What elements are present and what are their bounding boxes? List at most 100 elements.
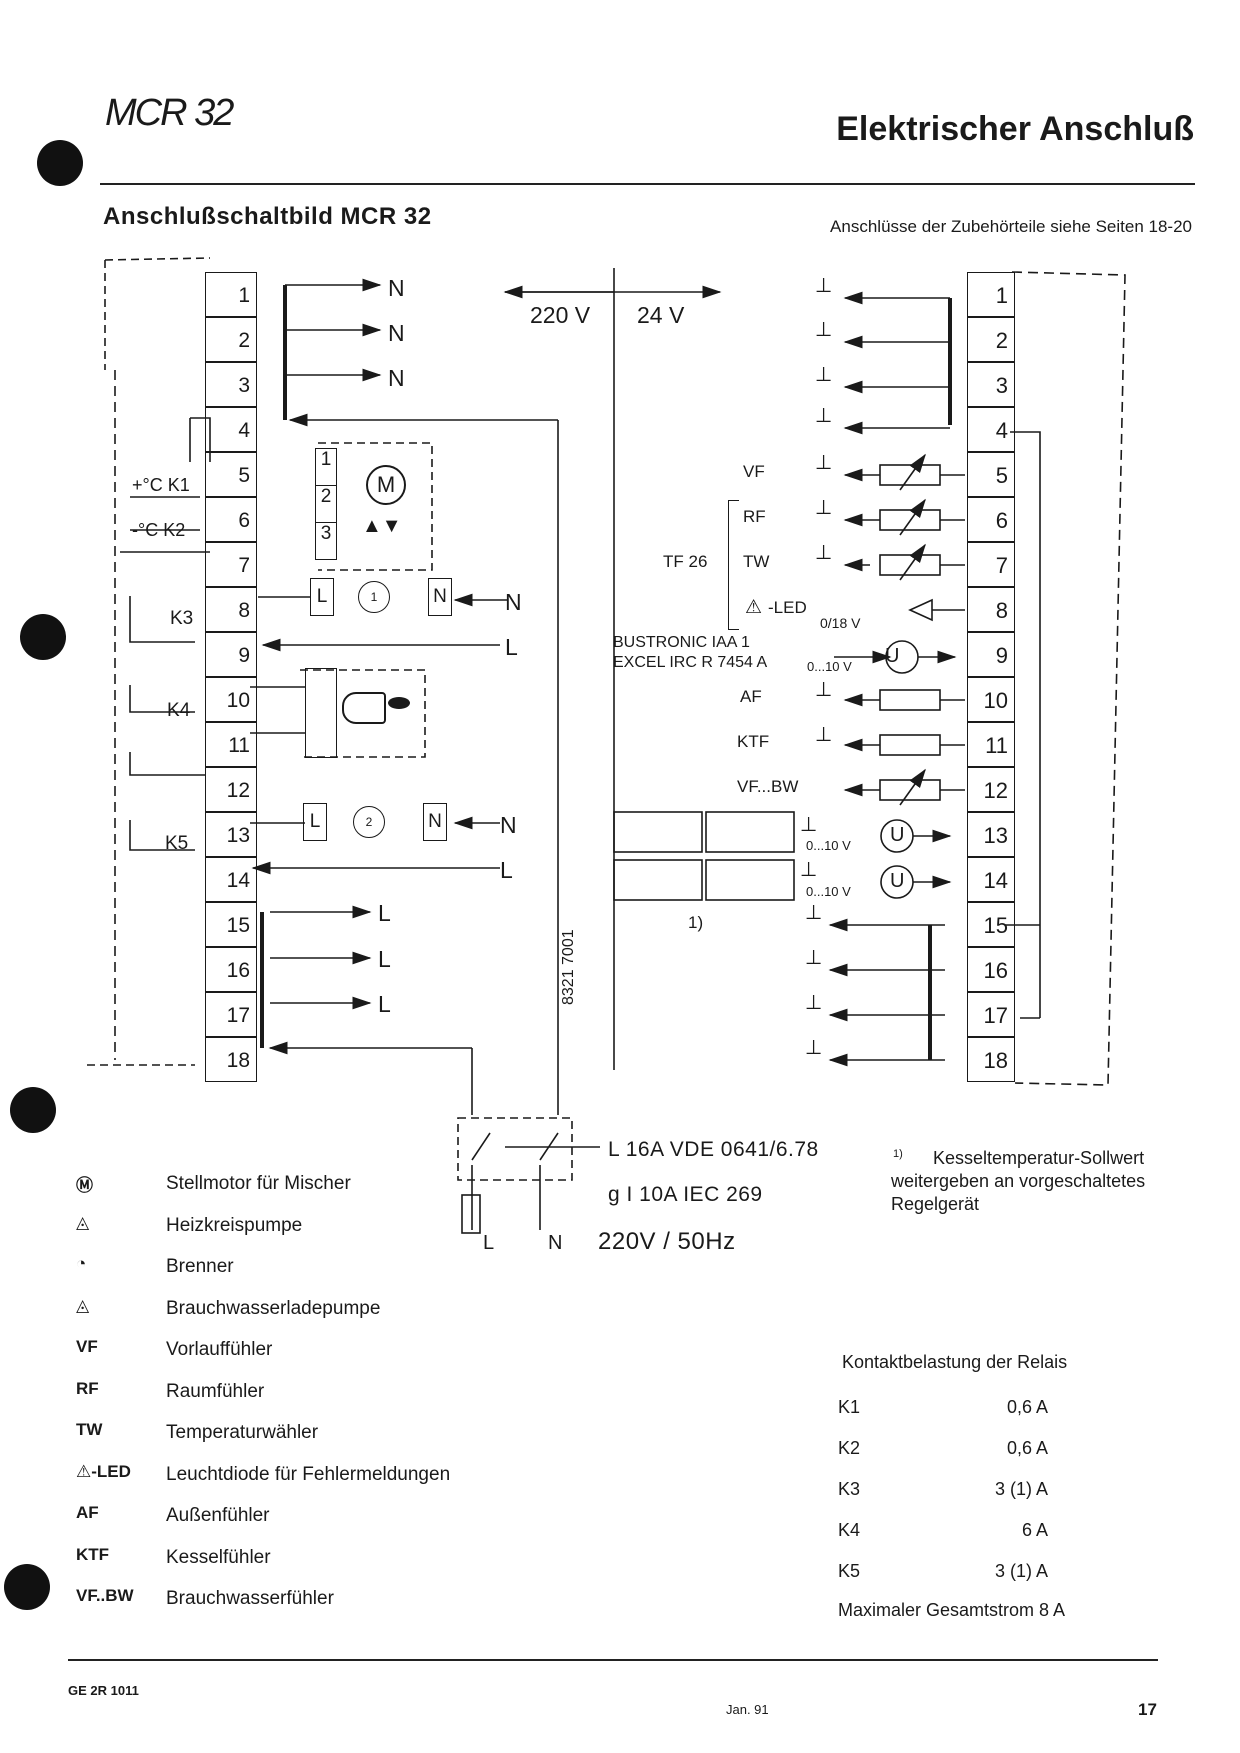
ground-icon: ⊥ xyxy=(800,859,818,881)
terminal-14: 14 xyxy=(967,857,1015,902)
pump-l-terminal: L xyxy=(310,578,334,616)
footnote-mark: 1) xyxy=(893,1148,903,1160)
terminal-5: 5 xyxy=(205,452,257,497)
relay-current: 3 (1) A xyxy=(994,1561,1048,1581)
max-current: Maximaler Gesamtstrom 8 A xyxy=(838,1600,1066,1620)
terminal-6: 6 xyxy=(967,497,1015,542)
legend-abbr: AF xyxy=(76,1503,99,1522)
terminal-16: 16 xyxy=(205,947,257,992)
legend-description: Raumfühler xyxy=(166,1380,265,1402)
footnote-ref: 1) xyxy=(688,913,704,932)
burner-icon: ◔ xyxy=(76,1254,87,1273)
terminal-1: 1 xyxy=(205,272,257,317)
legend-description: Heizkreispumpe xyxy=(166,1214,303,1236)
ground-icon: ⊥ xyxy=(805,1037,823,1059)
mains-supply-label: 220V / 50Hz xyxy=(598,1228,736,1255)
relay-name: K4 xyxy=(838,1520,861,1540)
terminal-5: 5 xyxy=(967,452,1015,497)
ground-icon: ⊥ xyxy=(805,992,823,1014)
punch-hole xyxy=(20,614,66,660)
legend-description: Vorlauffühler xyxy=(166,1339,273,1360)
warning-triangle-icon: ⚠ xyxy=(745,597,763,618)
u-symbol-9: U xyxy=(885,645,900,667)
legend-description: Stellmotor für Mischer xyxy=(166,1173,351,1194)
motor-pin: 2 xyxy=(315,486,337,523)
terminal-18: 18 xyxy=(205,1037,257,1082)
ground-icon: ⊥ xyxy=(815,364,833,386)
legend-description: Kesselfühler xyxy=(166,1546,271,1568)
relay-current: 3 (1) A xyxy=(994,1479,1048,1499)
t16-output-label: L xyxy=(378,946,391,972)
page-number: 17 xyxy=(1138,1700,1157,1719)
legend-description: Brauchwasserladepumpe xyxy=(166,1297,381,1319)
header-divider xyxy=(100,183,1195,185)
motor-pin: 3 xyxy=(315,523,337,560)
legend-description: Leuchtdiode für Fehlermeldungen xyxy=(166,1463,451,1485)
legend-abbr: ◬ xyxy=(76,1296,156,1316)
terminal-14: 14 xyxy=(205,857,257,902)
relay-k2-label: -°C K2 xyxy=(132,520,186,540)
terminal-13: 13 xyxy=(205,812,257,857)
terminal-4: 4 xyxy=(967,407,1015,452)
ground-icon: ⊥ xyxy=(800,814,818,836)
led-range-label: 0/18 V xyxy=(820,615,861,631)
switch-l-label: L xyxy=(483,1232,495,1254)
warning-triangle-icon: ⚠ xyxy=(76,1461,92,1481)
terminal-11: 11 xyxy=(205,722,257,767)
t17-output-label: L xyxy=(378,991,391,1017)
legend-abbr: TW xyxy=(76,1420,103,1439)
ground-icon: ⊥ xyxy=(815,679,833,701)
terminal-8: 8 xyxy=(205,587,257,632)
pump-l-terminal: L xyxy=(303,803,327,841)
relay-row: K3 3 (1) A xyxy=(838,1479,1078,1509)
relay-current: 0,6 A xyxy=(1006,1438,1048,1458)
relay-k5-label: K5 xyxy=(165,833,189,854)
u-symbol-13: U xyxy=(890,824,905,846)
fuse-spec-line1: L 16A VDE 0641/6.78 xyxy=(608,1138,819,1161)
burner-flame-icon xyxy=(388,697,410,709)
product-logo: MCR 32 xyxy=(105,92,234,134)
relay-k1-label: +°C K1 xyxy=(132,475,190,495)
ground-icon: ⊥ xyxy=(815,275,833,297)
legend-description: Brenner xyxy=(166,1256,234,1277)
legend-abbr: RF xyxy=(76,1378,99,1398)
legend-abbr: ◬ xyxy=(76,1213,156,1233)
motor-pin: 1 xyxy=(315,448,337,486)
legend-description: Außenfühler xyxy=(166,1505,270,1526)
relay-load-title: Kontaktbelastung der Relais xyxy=(842,1352,1068,1372)
terminal-7: 7 xyxy=(205,542,257,587)
doc-code: GE 2R 1011 xyxy=(68,1683,139,1698)
page-title: Elektrischer Anschluß xyxy=(836,110,1194,148)
legend-abbr: KTF xyxy=(76,1544,110,1564)
terminal-15: 15 xyxy=(967,902,1015,947)
motor-pin-block: 1 2 3 xyxy=(315,448,337,568)
punch-hole xyxy=(4,1564,50,1610)
relay-name: K3 xyxy=(838,1479,861,1499)
t1-output-label: N xyxy=(388,275,405,301)
terminal-13: 13 xyxy=(967,812,1015,857)
ground-icon: ⊥ xyxy=(815,452,833,474)
burner-terminal-block xyxy=(305,668,337,758)
terminal-17: 17 xyxy=(967,992,1015,1037)
t13-output-label: N xyxy=(500,812,517,838)
footnote-text-3: Regelgerät xyxy=(891,1194,980,1214)
terminal-9: 9 xyxy=(967,632,1015,677)
terminal-6: 6 xyxy=(205,497,257,542)
terminal-3: 3 xyxy=(205,362,257,407)
ground-icon: ⊥ xyxy=(805,902,823,924)
punch-hole xyxy=(10,1087,56,1133)
dhw-pump-icon: ◬ xyxy=(76,1295,90,1315)
vfbw-label: VF...BW xyxy=(737,777,799,796)
terminal-8: 8 xyxy=(967,587,1015,632)
fuse-spec-line2: g I 10A IEC 269 xyxy=(608,1183,763,1206)
t8-output-label: N xyxy=(505,589,522,615)
heating-pump-unit: L 1 N xyxy=(310,578,452,618)
pump-n-terminal: N xyxy=(428,578,452,616)
footnote-text-1: Kesseltemperatur-Sollwert xyxy=(933,1148,1145,1168)
punch-hole xyxy=(37,140,83,186)
terminal-7: 7 xyxy=(967,542,1015,587)
heating-pump-icon: 1 xyxy=(358,581,390,613)
legend-abbr: ◔ xyxy=(76,1254,156,1274)
